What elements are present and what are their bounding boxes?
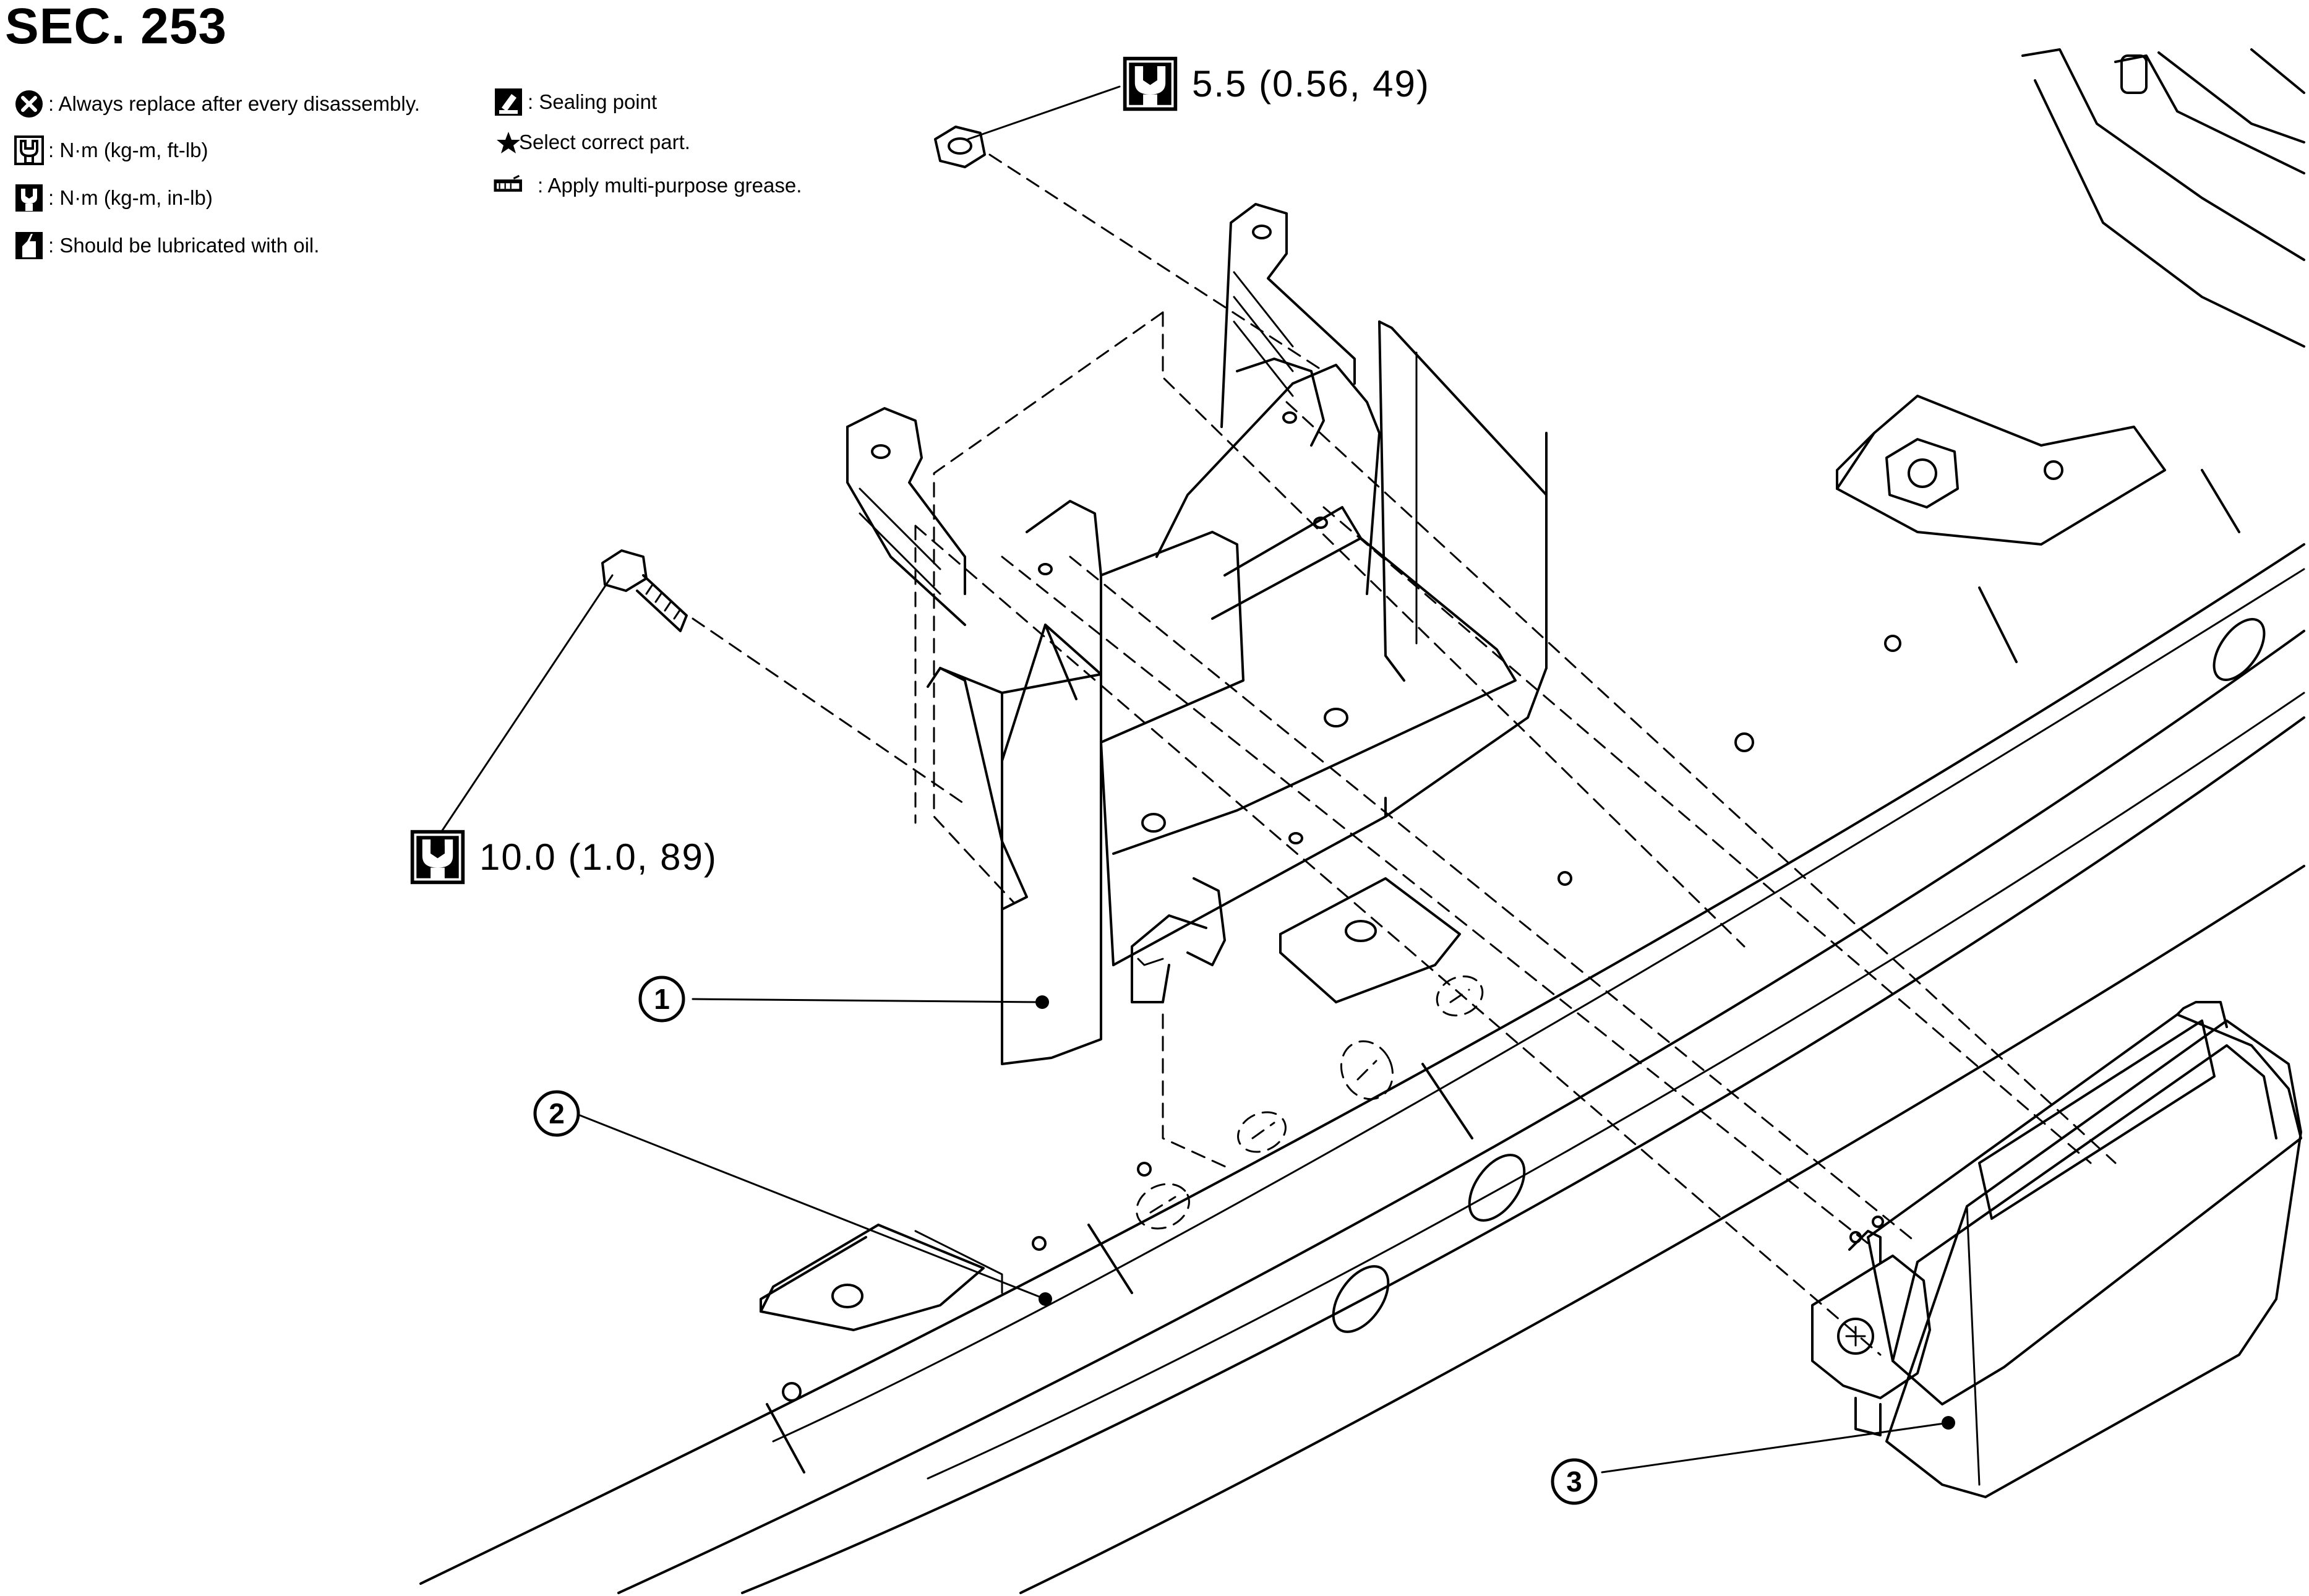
replace-x-icon — [14, 88, 45, 119]
torque-wrench-ftlb-icon — [14, 135, 45, 166]
callout-number-3: 3 — [1566, 1465, 1582, 1498]
sensor-unit — [1811, 1001, 2302, 1498]
bracket-part — [846, 203, 1548, 1065]
callout-part-1: 1 — [637, 974, 687, 1024]
oil-can-icon — [14, 230, 45, 261]
torque-spec-nut: 5.5 (0.56, 49) — [1121, 54, 1430, 113]
legend-torque-inlb: : N·m (kg-m, in-lb) — [14, 182, 213, 213]
legend-torque-inlb-text: : N·m (kg-m, in-lb) — [48, 186, 213, 209]
sealing-point-icon — [493, 87, 524, 118]
callout-part-3: 3 — [1549, 1457, 1599, 1506]
nut-fastener — [934, 126, 986, 168]
legend-select-part-text: Select correct part. — [519, 131, 690, 153]
bolt-fastener — [601, 549, 688, 632]
frame-cross-member — [419, 48, 2305, 1594]
legend-sealing-text: : Sealing point — [528, 90, 658, 113]
legend-grease: : Apply multi-purpose grease. — [493, 170, 802, 201]
callout-number-2: 2 — [549, 1097, 565, 1130]
star-icon — [493, 127, 520, 158]
legend-grease-text: : Apply multi-purpose grease. — [538, 174, 802, 197]
torque-spec-bolt: 10.0 (1.0, 89) — [408, 828, 718, 886]
torque-value-bolt: 10.0 (1.0, 89) — [479, 836, 718, 878]
legend-oil-text: : Should be lubricated with oil. — [48, 234, 320, 257]
callout-number-1: 1 — [654, 983, 670, 1015]
grease-icon — [493, 170, 534, 201]
legend-torque-ftlb-text: : N·m (kg-m, ft-lb) — [48, 139, 208, 161]
torque-wrench-inlb-icon — [1121, 54, 1180, 113]
legend-replace-text: : Always replace after every disassembly… — [48, 92, 420, 115]
legend-sealing: : Sealing point — [493, 87, 657, 118]
leader-dots — [1035, 995, 1955, 1430]
legend-torque-ftlb: : N·m (kg-m, ft-lb) — [14, 135, 208, 166]
legend-oil: : Should be lubricated with oil. — [14, 230, 319, 261]
section-title: SEC. 253 — [5, 0, 227, 54]
torque-wrench-inlb-icon — [14, 182, 45, 213]
torque-value-nut: 5.5 (0.56, 49) — [1192, 63, 1430, 105]
legend-select-part: Select correct part. — [493, 127, 690, 158]
assembly-dash-lines — [692, 153, 2117, 1356]
callout-part-2: 2 — [532, 1089, 581, 1138]
legend-replace: : Always replace after every disassembly… — [14, 88, 420, 119]
torque-wrench-inlb-icon — [408, 828, 467, 886]
leader-lines — [438, 85, 1950, 1474]
